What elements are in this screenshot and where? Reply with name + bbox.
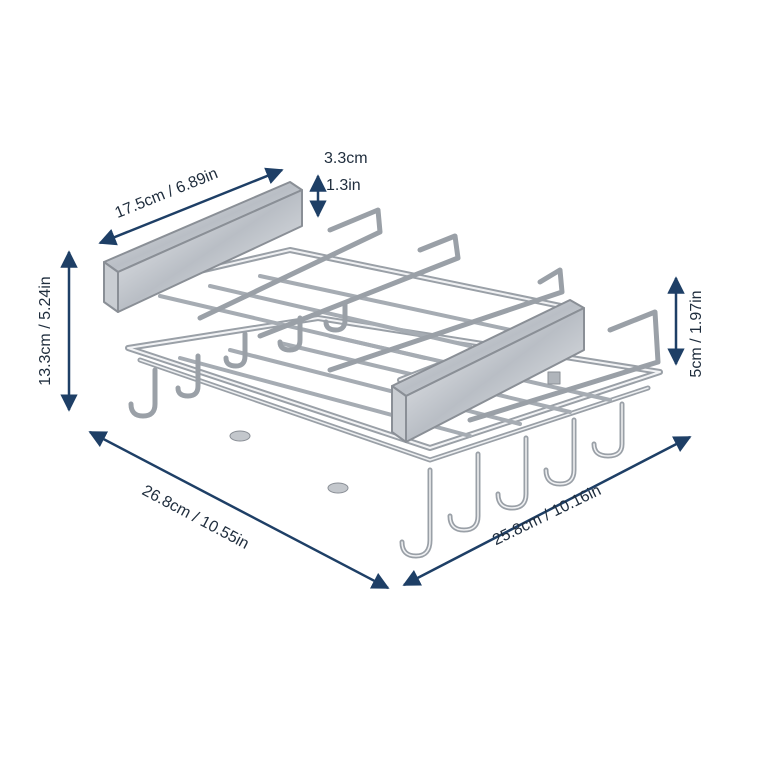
label-side-height: 5cm / 1.97in (688, 290, 705, 378)
arrow-width (402, 435, 692, 587)
arrow-depth (88, 430, 390, 590)
dimension-arrows (60, 167, 692, 590)
arrow-top-width (98, 167, 284, 246)
foot-front (327, 482, 349, 494)
label-total-height: 13.3cm / 5.24in (37, 276, 54, 386)
hooks-back (128, 301, 348, 419)
foot-left (229, 430, 251, 442)
label-top-thickness-in: 1.3in (326, 177, 361, 194)
back-rails (197, 207, 661, 423)
lower-clamp-bar (391, 299, 585, 443)
label-top-thickness-cm: 3.3cm (324, 150, 368, 167)
